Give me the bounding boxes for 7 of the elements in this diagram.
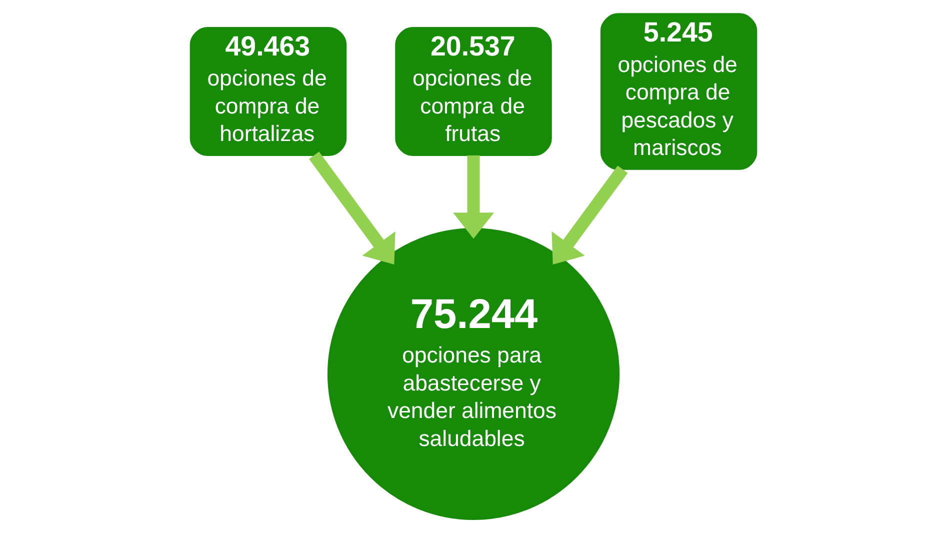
node-circle: 75.244 opciones para abastecerse y vender alimentos saludables: [326, 228, 620, 520]
arrow: [452, 155, 494, 239]
arrow: [308, 152, 395, 264]
node-box: 49.463 opciones de compra de hortalizas: [189, 27, 346, 156]
arrow: [551, 166, 628, 265]
node-box: 5.245 opciones de compra de pescados y mariscos: [600, 13, 757, 170]
node-box: 20.537 opciones de compra de frutas: [394, 27, 552, 156]
